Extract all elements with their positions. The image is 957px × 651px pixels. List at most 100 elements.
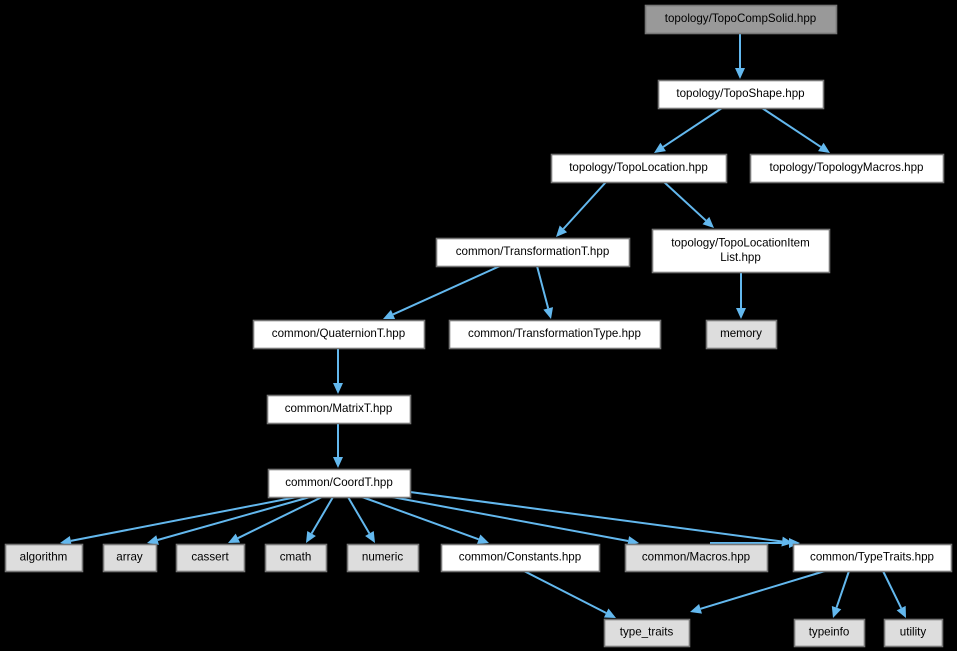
graph-node-topolocation[interactable]: topology/TopoLocation.hpp <box>550 153 728 184</box>
graph-node-typeinfo[interactable]: typeinfo <box>793 618 866 648</box>
node-box[interactable] <box>175 543 246 573</box>
edge-arrowhead-icon <box>603 608 616 618</box>
edge-arrowhead-icon <box>896 605 906 618</box>
edge-arrowhead-icon <box>627 536 639 546</box>
edge-line <box>310 496 334 535</box>
edge-line <box>882 570 903 609</box>
node-box[interactable] <box>264 543 328 573</box>
edge-arrowhead-icon <box>818 142 830 153</box>
graph-node-transformationt[interactable]: common/TransformationT.hpp <box>435 237 631 268</box>
graph-edge <box>391 496 639 546</box>
graph-edge <box>306 496 334 543</box>
node-box[interactable] <box>4 543 84 573</box>
node-box[interactable] <box>102 543 158 573</box>
edge-arrowhead-icon <box>736 308 746 319</box>
graph-edge <box>663 181 714 228</box>
edge-arrowhead-icon <box>333 457 343 468</box>
node-box[interactable] <box>440 543 601 573</box>
node-box[interactable] <box>651 228 831 274</box>
graph-node-topocompsolid[interactable]: topology/TopoCompSolid.hpp <box>644 4 838 35</box>
edge-line <box>562 181 607 230</box>
edge-line <box>361 496 479 541</box>
edge-line <box>662 107 723 148</box>
graph-edge <box>347 496 375 543</box>
node-box[interactable] <box>603 618 691 648</box>
graph-node-quaterniont[interactable]: common/QuaternionT.hpp <box>252 319 426 350</box>
edge-line <box>523 570 607 614</box>
graph-edge <box>710 538 800 548</box>
edge-line <box>392 265 501 316</box>
graph-edge <box>523 570 616 618</box>
graph-edge <box>690 570 826 614</box>
node-box[interactable] <box>448 319 662 350</box>
edge-line <box>835 570 850 608</box>
edge-line <box>409 491 783 543</box>
graph-edge <box>831 570 850 618</box>
edge-arrowhead-icon <box>702 216 714 228</box>
graph-node-transformationtype[interactable]: common/TransformationType.hpp <box>448 319 662 350</box>
node-box[interactable] <box>346 543 420 573</box>
graph-edge <box>736 272 746 319</box>
edge-arrowhead-icon <box>228 533 241 543</box>
node-box[interactable] <box>657 79 825 110</box>
edge-line <box>157 496 311 541</box>
graph-edge <box>60 496 298 546</box>
edge-line <box>663 181 707 222</box>
graph-edge <box>333 423 343 468</box>
node-box[interactable] <box>705 319 778 350</box>
node-box[interactable] <box>883 618 944 648</box>
node-box[interactable] <box>793 618 866 648</box>
graph-edge <box>383 265 501 320</box>
graph-edge <box>654 107 723 153</box>
graph-node-typetraits[interactable]: common/TypeTraits.hpp <box>792 543 953 573</box>
graph-node-type_traits[interactable]: type_traits <box>603 618 691 648</box>
node-box[interactable] <box>550 153 728 184</box>
node-box[interactable] <box>624 543 769 573</box>
graph-node-topologymacros[interactable]: topology/TopologyMacros.hpp <box>749 153 945 184</box>
node-box[interactable] <box>749 153 945 184</box>
node-box[interactable] <box>435 237 631 268</box>
node-box[interactable] <box>644 4 838 35</box>
graph-node-array[interactable]: array <box>102 543 158 573</box>
graph-node-matrixt[interactable]: common/MatrixT.hpp <box>266 394 412 425</box>
node-box[interactable] <box>267 468 412 499</box>
edge-line <box>70 496 298 542</box>
graph-node-toposhape[interactable]: topology/TopoShape.hpp <box>657 79 825 110</box>
graph-node-macros[interactable]: common/Macros.hpp <box>624 543 769 573</box>
edge-arrowhead-icon <box>365 530 375 543</box>
edge-line <box>536 265 550 309</box>
graph-node-cassert[interactable]: cassert <box>175 543 246 573</box>
edge-arrowhead-icon <box>831 605 842 618</box>
graph-node-constants[interactable]: common/Constants.hpp <box>440 543 601 573</box>
graph-node-memory[interactable]: memory <box>705 319 778 350</box>
edge-arrowhead-icon <box>690 604 702 614</box>
edge-arrowhead-icon <box>735 68 745 79</box>
graph-node-cmath[interactable]: cmath <box>264 543 328 573</box>
graph-nodes: topology/TopoCompSolid.hpp topology/TopoS… <box>4 4 953 648</box>
edge-arrowhead-icon <box>789 538 800 548</box>
graph-node-coordt[interactable]: common/CoordT.hpp <box>267 468 412 499</box>
graph-node-utility[interactable]: utility <box>883 618 944 648</box>
node-box[interactable] <box>252 319 426 350</box>
edge-line <box>237 496 323 540</box>
edge-arrowhead-icon <box>654 142 666 153</box>
graph-edge <box>147 496 311 545</box>
graph-node-numeric[interactable]: numeric <box>346 543 420 573</box>
graph-node-algorithm[interactable]: algorithm <box>4 543 84 573</box>
graph-edge <box>361 496 489 544</box>
graph-edge <box>761 107 830 153</box>
edge-arrowhead-icon <box>543 307 554 319</box>
node-box[interactable] <box>266 394 412 425</box>
graph-edge <box>536 265 554 319</box>
edge-arrowhead-icon <box>306 530 316 543</box>
edge-line <box>761 107 822 148</box>
graph-edge <box>882 570 906 618</box>
graph-edge <box>228 496 323 543</box>
graph-edge <box>333 348 343 394</box>
graph-edge <box>409 491 793 547</box>
node-box[interactable] <box>792 543 953 573</box>
graph-edges <box>60 33 906 618</box>
